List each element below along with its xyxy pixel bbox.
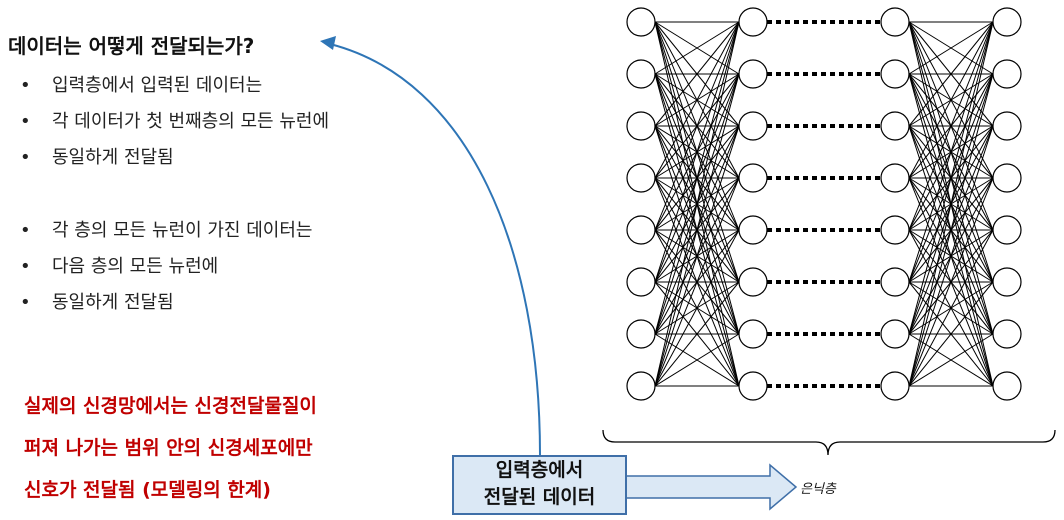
connection-line [908,333,994,387]
bullet-list-2: 각 층의 모든 뉴런이 가진 데이터는 다음 층의 모든 뉴런에 동일하게 전달… [20,213,312,321]
bullet-item: 동일하게 전달됨 [20,140,329,176]
neuron [992,215,1022,245]
note-line: 퍼져 나가는 범위 안의 신경세포에만 [24,437,313,459]
callout-box: 입력층에서 전달된 데이터 [452,455,627,515]
connection-line [908,229,994,387]
bullet-item: 각 층의 모든 뉴런이 가진 데이터는 [20,213,312,249]
neuron [738,111,768,141]
neuron [738,319,768,349]
connection-line [654,229,740,387]
connection-line [654,21,740,179]
neuron [880,7,910,37]
neuron [738,215,768,245]
connection-line [654,281,740,387]
neuron [992,319,1022,349]
neuron [992,163,1022,193]
connection-line [654,177,740,387]
neuron [626,319,656,349]
connection-line [908,21,994,387]
neuron [880,59,910,89]
block-arrow-icon [625,463,798,511]
limitation-note: 실제의 신경망에서는 신경전달물질이 퍼져 나가는 범위 안의 신경세포에만 신… [24,385,317,511]
neuron [626,371,656,401]
hidden-layer-label: 은닉층 [800,482,836,497]
connection-line [654,125,740,387]
neuron [880,111,910,141]
note-line: 실제의 신경망에서는 신경전달물질이 [24,395,317,417]
bullet-item: 동일하게 전달됨 [20,285,312,321]
neuron [880,371,910,401]
connection-line [908,21,994,231]
neuron [992,111,1022,141]
connection-line [908,21,994,283]
neuron [626,267,656,297]
blue-curve-arrow [329,43,541,456]
bullet-item: 입력층에서 입력된 데이터는 [20,68,329,104]
neuron [880,215,910,245]
slide-title: 데이터는 어떻게 전달되는가? [8,34,255,58]
neuron [992,267,1022,297]
neuron [738,7,768,37]
connection-line [654,21,740,127]
neuron [880,163,910,193]
arrowhead-icon [320,36,336,50]
connection-line [654,21,740,387]
connection-line [654,333,740,387]
connection-line [654,21,740,283]
connection-line [654,21,740,231]
connection-line [908,21,994,335]
neuron [626,163,656,193]
connection-line [908,21,994,75]
neuron [992,7,1022,37]
connection-line [654,73,740,387]
connection-line [908,125,994,387]
neuron [880,319,910,349]
neuron [738,267,768,297]
neuron [738,371,768,401]
callout-line: 입력층에서 [495,459,584,481]
connection-line [908,281,994,387]
connection-line [908,177,994,387]
neuron [738,59,768,89]
neuron [880,267,910,297]
neuron [738,163,768,193]
neuron [626,111,656,141]
bullet-list-1: 입력층에서 입력된 데이터는 각 데이터가 첫 번째층의 모든 뉴런에 동일하게… [20,68,329,176]
neuron [992,371,1022,401]
neuron [626,7,656,37]
callout-line: 전달된 데이터 [483,486,596,508]
connection-line [654,21,740,75]
connection-line [908,73,994,387]
note-line: 신호가 전달됨 (모델링의 한계) [24,479,271,501]
neuron [626,215,656,245]
hidden-layer-brace [602,429,1056,456]
connection-line [654,21,740,335]
connection-line [908,21,994,127]
neuron [626,59,656,89]
bullet-item: 다음 층의 모든 뉴런에 [20,249,312,285]
connection-line [908,21,994,179]
neuron [992,59,1022,89]
bullet-item: 각 데이터가 첫 번째층의 모든 뉴런에 [20,104,329,140]
